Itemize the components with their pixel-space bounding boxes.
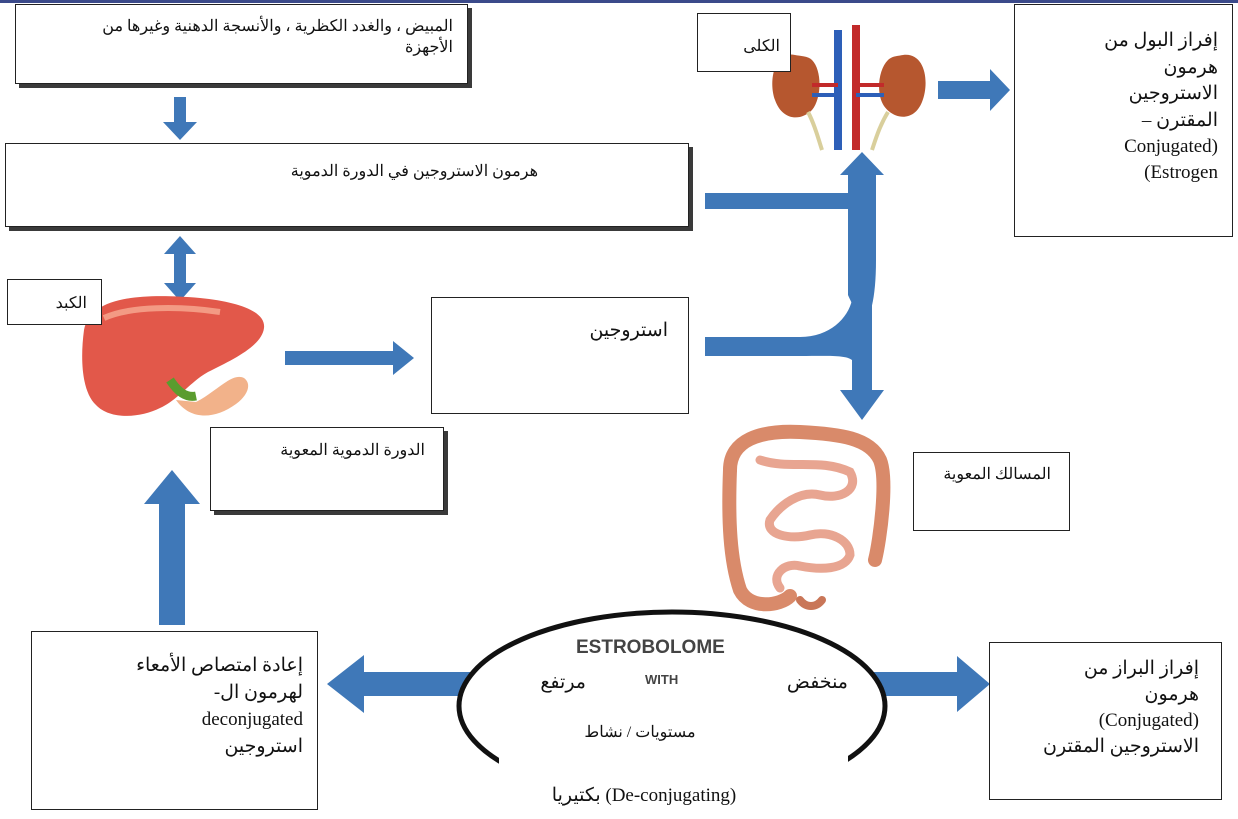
urine-line-5: (Conjugated (1028, 135, 1218, 159)
estrobolome-title: ESTROBOLOME (576, 637, 725, 659)
urine-line-6: Estrogen) (1028, 161, 1218, 185)
reabsorption-line-3: deconjugated (43, 708, 303, 732)
estrobolome-bacteria: (De-conjugating) بكتيريا (524, 784, 764, 808)
estrobolome-info-box: مستويات / نشاط (De-conjugating) بكتيريا (499, 700, 848, 819)
liver-label-box: الكبد (7, 279, 102, 325)
estrobolome-high: مرتفع (540, 671, 586, 695)
urine-line-3: الاستروجين (1028, 82, 1218, 106)
estrobolome-high-box: مرتفع (502, 669, 592, 699)
circulating-estrogen-text: هرمون الاستروجين في الدورة الدموية (88, 161, 538, 182)
kidneys-label-box: الكلى (697, 13, 791, 72)
urine-line-4: المقترن – (1028, 109, 1218, 133)
enterohepatic-box: الدورة الدموية المعوية (210, 427, 444, 511)
gut-text: المسالك المعوية (921, 464, 1051, 485)
liver-label: الكبد (56, 293, 87, 314)
reabsorption-line-2: لهرمون ال- (43, 681, 303, 705)
ovaries-box: المبيض ، والغدد الكظرية ، والأنسجة الدهن… (15, 4, 468, 84)
gut-box: المسالك المعوية (913, 452, 1070, 531)
fecal-excretion-box: إفراز البراز من هرمون (Conjugated) الاست… (989, 642, 1222, 800)
estrogen-box: استروجين (431, 297, 689, 414)
urine-excretion-box: إفراز البول من هرمون الاستروجين المقترن … (1014, 4, 1233, 237)
fecal-line-1: إفراز البراز من (999, 657, 1199, 681)
reabsorption-line-1: إعادة امتصاص الأمعاء (43, 654, 303, 678)
circulating-estrogen-box: هرمون الاستروجين في الدورة الدموية (5, 143, 689, 227)
estrobolome-low-box: منخفض (740, 669, 852, 699)
estrobolome-with: WITH (645, 672, 678, 687)
estrobolome-levels: مستويات / نشاط (540, 722, 740, 743)
reabsorption-box: إعادة امتصاص الأمعاء لهرمون ال- deconjug… (31, 631, 318, 810)
reabsorption-line-4: استروجين (43, 735, 303, 759)
fecal-line-2: هرمون (999, 683, 1199, 707)
urine-line-1: إفراز البول من (1028, 29, 1218, 53)
estrogen-text: استروجين (589, 319, 668, 343)
fecal-line-3: (Conjugated) (999, 709, 1199, 733)
fecal-line-4: الاستروجين المقترن (999, 735, 1199, 759)
urine-line-2: هرمون (1028, 56, 1218, 80)
ovaries-text: المبيض ، والغدد الكظرية ، والأنسجة الدهن… (53, 16, 453, 58)
estrobolome-low: منخفض (787, 671, 848, 695)
kidneys-label: الكلى (743, 36, 780, 57)
enterohepatic-text: الدورة الدموية المعوية (225, 440, 425, 461)
